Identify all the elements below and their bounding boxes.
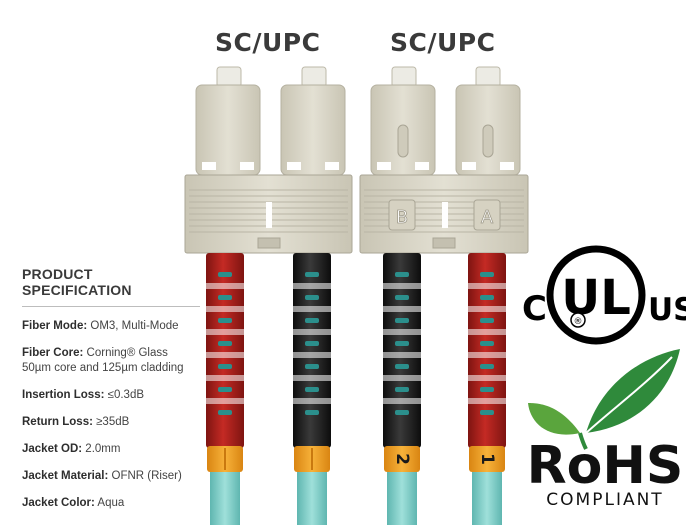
spec-title: PRODUCT SPECIFICATION (22, 266, 132, 298)
spec-return-loss: Return Loss: ≥35dB (22, 415, 200, 430)
spec-key: Return Loss: (22, 416, 93, 428)
strain-relief-boots (201, 253, 511, 448)
boot-number-1: 1 (477, 453, 497, 465)
rohs-mark: RoHS (527, 436, 684, 496)
left-sc-duplex-connector (184, 66, 353, 254)
spec-divider (22, 306, 200, 307)
spec-insertion-loss: Insertion Loss: ≤0.3dB (22, 388, 200, 403)
spec-value: ≤0.3dB (107, 389, 145, 401)
spec-value: 2.0mm (85, 443, 121, 455)
ul-us-mark: US (648, 292, 686, 328)
spec-value: Corning® Glass (86, 347, 168, 359)
spec-fiber-mode: Fiber Mode: OM3, Multi-Mode (22, 319, 200, 334)
registered-mark: ® (574, 317, 583, 327)
aqua-cables (210, 460, 502, 525)
spec-jacket-color: Jacket Color: Aqua (22, 496, 200, 511)
product-specification: PRODUCT SPECIFICATION Fiber Mode: OM3, M… (22, 266, 200, 523)
spec-fiber-core: Fiber Core: Corning® Glass 50µm core and… (22, 346, 200, 376)
spec-key: Fiber Mode: (22, 320, 88, 332)
orange-label-clips: 2 1 (207, 446, 505, 472)
rohs-caption: COMPLIANT (546, 490, 663, 510)
left-connector-label: SC/UPC (215, 28, 321, 57)
housing-mark-b: B (396, 207, 408, 228)
spec-value-line2: 50µm core and 125µm cladding (22, 362, 184, 374)
rohs-compliant-logo: RoHS COMPLIANT (520, 345, 690, 510)
spec-key: Insertion Loss: (22, 389, 105, 401)
spec-key: Fiber Core: (22, 347, 84, 359)
spec-jacket-material: Jacket Material: OFNR (Riser) (22, 469, 200, 484)
right-sc-duplex-connector: B A (359, 66, 529, 254)
spec-value: OFNR (Riser) (111, 470, 182, 482)
spec-jacket-od: Jacket OD: 2.0mm (22, 442, 200, 457)
housing-mark-a: A (481, 207, 494, 228)
right-connector-label: SC/UPC (390, 28, 496, 57)
spec-value: OM3, Multi-Mode (90, 320, 179, 332)
boot-number-2: 2 (392, 453, 412, 465)
spec-key: Jacket Color: (22, 497, 95, 509)
leaf-icon (528, 349, 680, 450)
cul-us-listed-logo: C UL ® US (516, 240, 696, 350)
spec-value: Aqua (97, 497, 125, 509)
spec-key: Jacket Material: (22, 470, 109, 482)
ul-c-mark: C (522, 289, 547, 329)
spec-key: Jacket OD: (22, 443, 83, 455)
spec-value: ≥35dB (96, 416, 130, 428)
